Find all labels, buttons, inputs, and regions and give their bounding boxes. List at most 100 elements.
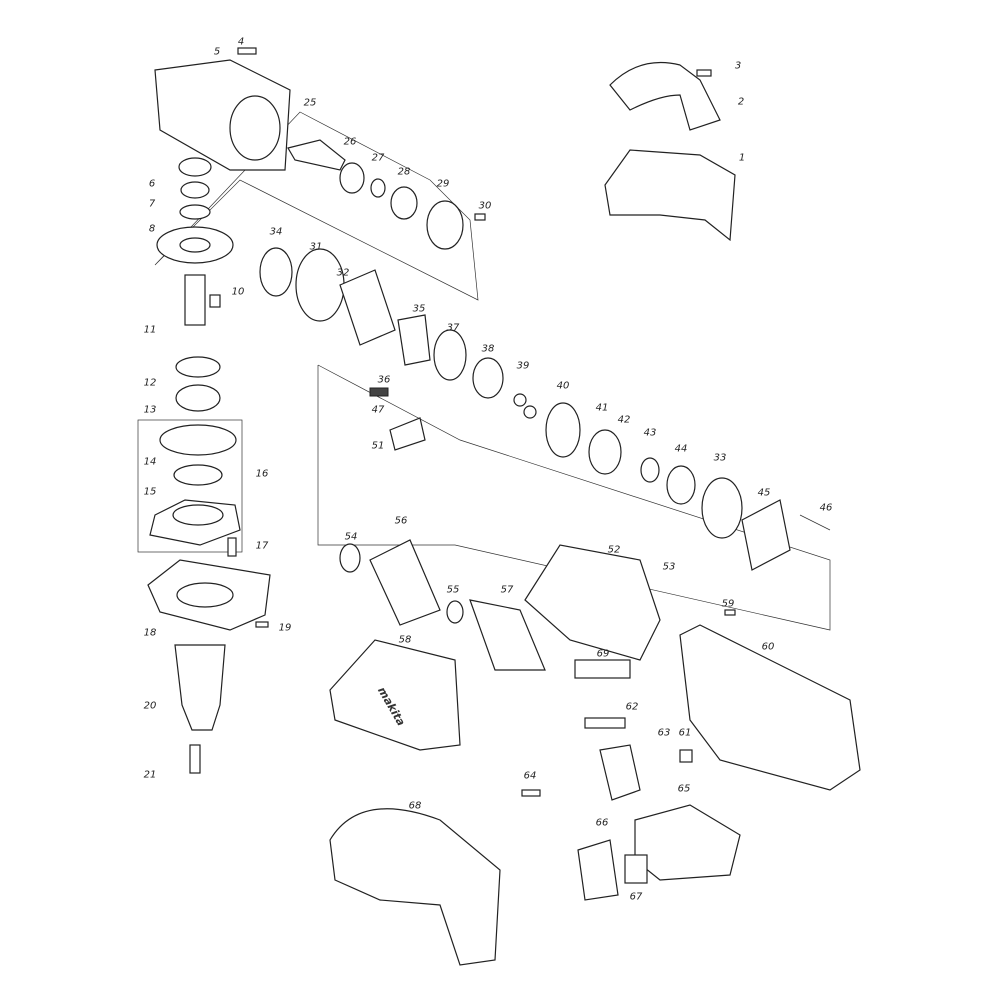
callout-19: 19 (278, 622, 292, 634)
label-67 (624, 854, 648, 884)
spindle-11 (184, 274, 206, 326)
callout-32: 32 (336, 267, 350, 279)
carrier-38 (472, 357, 504, 399)
gear-41 (588, 429, 622, 475)
gear-plate-hole (179, 237, 211, 253)
callout-59: 59 (721, 598, 735, 610)
plate-29 (426, 200, 464, 250)
bearing-13 (175, 384, 221, 412)
callout-30: 30 (478, 200, 492, 212)
callout-66: 66 (595, 817, 609, 829)
gear-39 (513, 393, 527, 407)
callout-45: 45 (757, 487, 771, 499)
callout-13: 13 (143, 404, 157, 416)
gasket-33 (701, 477, 743, 539)
callout-41: 41 (595, 402, 609, 414)
shaft-25 (287, 139, 346, 171)
callout-46: 46 (819, 502, 833, 514)
washer-8 (179, 204, 211, 220)
handle-2 (609, 61, 721, 131)
callout-7: 7 (148, 198, 156, 210)
screw-19 (255, 621, 269, 628)
gear-39b (523, 405, 537, 419)
wire-64 (521, 789, 541, 797)
callout-67: 67 (629, 891, 643, 903)
callout-20: 20 (143, 700, 157, 712)
callout-69: 69 (596, 648, 610, 660)
seal-group-box (137, 419, 243, 553)
housing-60 (679, 624, 861, 791)
callout-40: 40 (556, 380, 570, 392)
ring-37 (433, 329, 467, 381)
callout-43: 43 (643, 427, 657, 439)
callout-18: 18 (143, 627, 157, 639)
callout-47: 47 (371, 404, 385, 416)
callout-37: 37 (446, 322, 460, 334)
gear-group-outline (154, 111, 479, 301)
motor-group-outline (317, 364, 831, 631)
terminal-66 (577, 839, 619, 901)
cover-1 (604, 149, 736, 242)
callout-8: 8 (148, 223, 156, 235)
callout-42: 42 (617, 414, 631, 426)
callout-68: 68 (408, 800, 422, 812)
ring-27 (370, 178, 386, 198)
callout-3: 3 (734, 60, 742, 72)
callout-31: 31 (309, 241, 323, 253)
callout-2: 2 (737, 96, 745, 108)
callout-1: 1 (738, 152, 746, 164)
switch-63 (599, 744, 641, 801)
bearing-26 (339, 162, 365, 194)
callout-6: 6 (148, 178, 156, 190)
bearing-43 (640, 457, 660, 483)
callout-39: 39 (516, 360, 530, 372)
callout-52: 52 (607, 544, 621, 556)
bracket-45 (741, 499, 791, 571)
callout-25: 25 (303, 97, 317, 109)
callout-51: 51 (371, 440, 385, 452)
callout-16: 16 (255, 468, 269, 480)
callout-62: 62 (625, 701, 639, 713)
key-10 (209, 294, 221, 308)
switch-51 (389, 417, 426, 451)
screw-17 (227, 537, 237, 557)
bracket-bore (176, 582, 234, 608)
callout-14: 14 (143, 456, 157, 468)
holder-35 (397, 314, 431, 366)
ring-34 (259, 247, 293, 297)
gasket-31 (295, 248, 345, 322)
callout-64: 64 (523, 770, 537, 782)
housing-bore (229, 95, 281, 161)
callout-36: 36 (377, 374, 391, 386)
callout-61: 61 (678, 727, 692, 739)
housing-32 (339, 269, 396, 346)
part-62 (584, 717, 626, 729)
callout-65: 65 (677, 783, 691, 795)
callout-56: 56 (394, 515, 408, 527)
callout-26: 26 (343, 136, 357, 148)
bearing-54 (339, 543, 361, 573)
stator-57 (469, 599, 546, 671)
pad-61 (679, 749, 693, 763)
callout-35: 35 (412, 303, 426, 315)
screw-21 (189, 744, 201, 774)
housing-68 (329, 808, 501, 966)
motor-housing-58 (329, 639, 461, 751)
callout-57: 57 (500, 584, 514, 596)
callout-11: 11 (143, 324, 157, 336)
callout-5: 5 (213, 46, 221, 58)
callout-54: 54 (344, 531, 358, 543)
callout-60: 60 (761, 641, 775, 653)
armature-56 (369, 539, 441, 626)
callout-53: 53 (662, 561, 676, 573)
seal-holder-bore (172, 504, 224, 526)
brush-47 (369, 387, 389, 397)
callout-33: 33 (713, 452, 727, 464)
label-69 (574, 659, 631, 679)
callout-15: 15 (143, 486, 157, 498)
ring-12 (175, 356, 221, 378)
callout-58: 58 (398, 634, 412, 646)
callout-63: 63 (657, 727, 671, 739)
